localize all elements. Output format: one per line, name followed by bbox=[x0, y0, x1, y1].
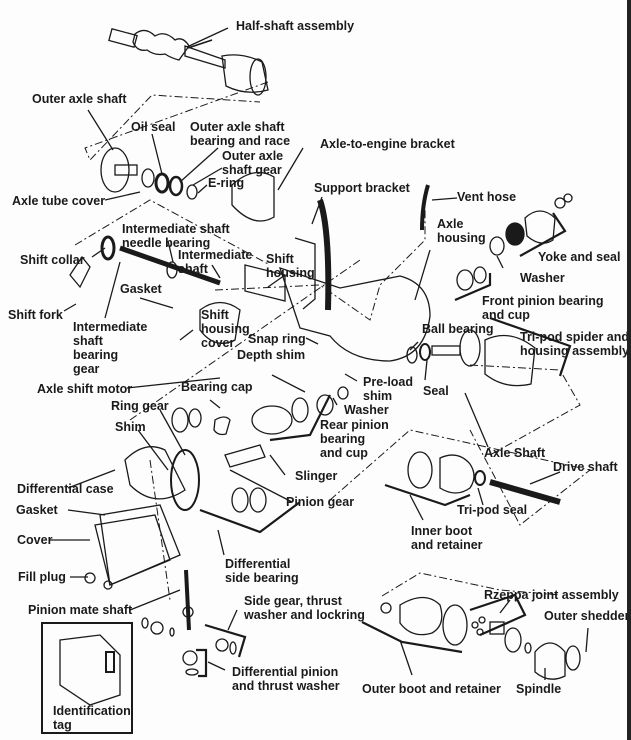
label-axle-to-engine-bracket: Axle-to-engine bracket bbox=[320, 137, 455, 151]
label-side-gear: Side gear, thrust washer and lockring bbox=[244, 594, 365, 622]
label-tri-pod-seal: Tri-pod seal bbox=[457, 503, 528, 517]
label-outer-shedder: Outer shedder bbox=[544, 609, 630, 623]
label-shift-fork: Shift fork bbox=[8, 308, 63, 322]
label-fill-plug: Fill plug bbox=[18, 570, 66, 584]
label-outer-axle-shaft-bearing: Outer axle shaft bearing and race bbox=[190, 120, 291, 148]
label-vent-hose: Vent hose bbox=[457, 190, 517, 204]
label-axle-tube-cover: Axle tube cover bbox=[12, 194, 106, 208]
label-oil-seal: Oil seal bbox=[131, 120, 176, 134]
label-identification-tag: Identification tag bbox=[53, 704, 131, 732]
axle-housing-drawing bbox=[69, 184, 431, 362]
label-half-shaft-assembly: Half-shaft assembly bbox=[236, 19, 355, 33]
half-shaft-assembly-drawing bbox=[108, 28, 269, 96]
label-outer-axle-shaft-gear: Outer axle shaft gear bbox=[222, 149, 284, 177]
label-spindle: Spindle bbox=[516, 682, 562, 696]
label-ball-bearing: Ball bearing bbox=[422, 322, 494, 336]
label-cover: Cover bbox=[17, 533, 53, 547]
leader-lines bbox=[50, 27, 589, 680]
label-axle-housing: Axle housing bbox=[437, 217, 486, 245]
label-outer-boot: Outer boot and retainer bbox=[362, 682, 501, 696]
differential-small-parts-drawing bbox=[84, 569, 247, 678]
label-pre-load-shim: Pre-load shim bbox=[363, 375, 414, 403]
label-drive-shaft: Drive shaft bbox=[553, 460, 618, 474]
label-front-pinion-bearing: Front pinion bearing and cup bbox=[482, 294, 604, 322]
page-edge bbox=[627, 0, 631, 740]
label-pinion-gear: Pinion gear bbox=[286, 495, 355, 509]
label-intermediate-shaft: Intermediate shaft bbox=[178, 248, 253, 276]
label-pinion-mate-shaft: Pinion mate shaft bbox=[28, 603, 133, 617]
label-tri-pod-spider: Tri-pod spider and housing assembly bbox=[520, 330, 630, 358]
label-support-bracket: Support bracket bbox=[314, 181, 410, 195]
label-intermediate-shaft-bearing-gear: Intermediate shaft bearing gear bbox=[73, 320, 148, 376]
label-slinger: Slinger bbox=[295, 469, 338, 483]
label-differential-case: Differential case bbox=[17, 482, 114, 496]
label-rzeppa-joint: Rzeppa joint assembly bbox=[484, 588, 619, 602]
label-shim: Shim bbox=[115, 420, 146, 434]
rzeppa-drawing bbox=[361, 593, 581, 680]
label-gasket-bottom: Gasket bbox=[16, 503, 58, 517]
label-differential-pinion: Differential pinion and thrust washer bbox=[232, 665, 340, 693]
label-snap-ring: Snap ring bbox=[248, 332, 306, 346]
label-intermediate-shaft-needle-bearing: Intermediate shaft needle bearing bbox=[122, 222, 230, 250]
label-yoke-and-seal: Yoke and seal bbox=[538, 250, 621, 264]
right-components-drawing bbox=[384, 193, 573, 507]
label-e-ring: E-ring bbox=[208, 176, 245, 190]
label-depth-shim: Depth shim bbox=[237, 348, 306, 362]
label-ring-gear: Ring gear bbox=[111, 399, 169, 413]
label-gasket-top: Gasket bbox=[120, 282, 162, 296]
identification-tag-inset bbox=[41, 622, 133, 734]
differential-drawing bbox=[94, 386, 349, 586]
label-rear-pinion-bearing: Rear pinion bearing and cup bbox=[320, 418, 389, 460]
label-differential-side-bearing: Differential side bearing bbox=[225, 557, 299, 585]
label-bearing-cap: Bearing cap bbox=[181, 380, 253, 394]
label-inner-boot: Inner boot and retainer bbox=[411, 524, 483, 552]
label-shift-collar: Shift collar bbox=[20, 253, 85, 267]
guide-lines bbox=[74, 81, 592, 601]
label-axle-shaft: Axle Shaft bbox=[484, 446, 546, 460]
label-washer-top: Washer bbox=[520, 271, 565, 285]
label-shift-housing: Shift housing bbox=[266, 252, 315, 280]
label-washer-mid: Washer bbox=[344, 403, 389, 417]
label-shift-housing-cover: Shift housing cover bbox=[201, 308, 250, 350]
label-outer-axle-shaft: Outer axle shaft bbox=[32, 92, 127, 106]
label-seal: Seal bbox=[423, 384, 449, 398]
label-axle-shift-motor: Axle shift motor bbox=[37, 382, 133, 396]
